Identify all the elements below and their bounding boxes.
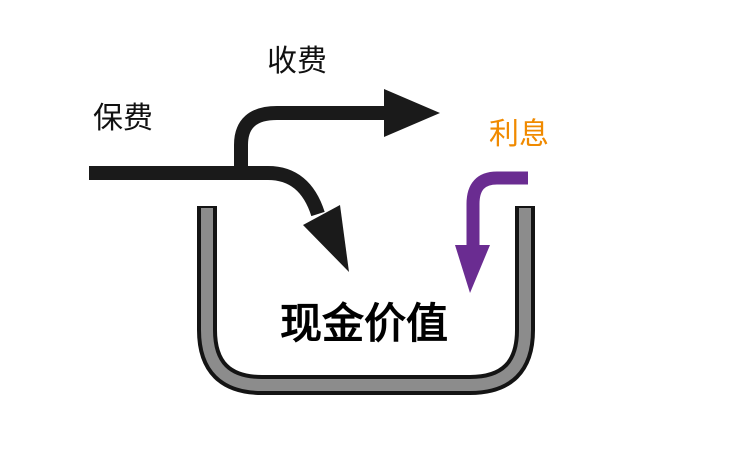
premium-label: 保费 xyxy=(93,101,153,136)
charges-arrowhead xyxy=(384,89,440,137)
interest-arrowhead xyxy=(455,245,490,293)
charges-flow-arrow xyxy=(234,89,440,174)
interest-flow-arrow xyxy=(455,171,528,293)
charges-label: 收费 xyxy=(267,44,327,79)
cash-value-label: 现金价值 xyxy=(280,299,449,348)
interest-label: 利息 xyxy=(489,117,549,152)
cash-value-container xyxy=(197,206,535,395)
premium-flow-arrow xyxy=(89,166,349,272)
cash-value-arrowhead xyxy=(303,205,349,272)
